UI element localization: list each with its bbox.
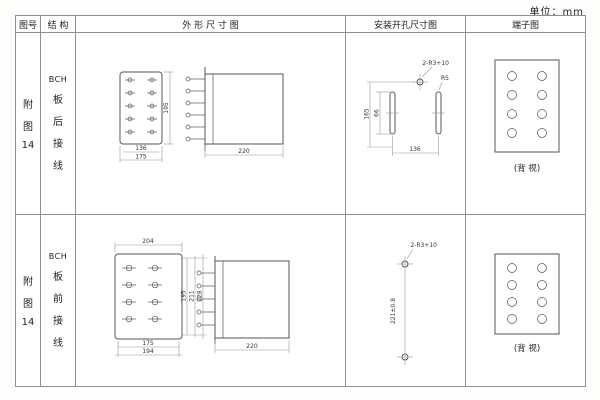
header-fig-no: 图号 bbox=[16, 16, 41, 33]
dim-h3: 228 bbox=[196, 290, 203, 302]
hole-note: 2-R3+10 bbox=[410, 242, 437, 249]
dim-w1: 175 bbox=[142, 340, 154, 347]
row2-structure: BCH 板 前 接 线 bbox=[41, 215, 76, 387]
row1-install-cell: 2-R3+10 R5 bbox=[346, 33, 466, 215]
structure-char: 接 bbox=[53, 316, 63, 327]
terminal-drawing-row2: (背 视) bbox=[494, 253, 559, 354]
structure-char: 后 bbox=[53, 117, 63, 128]
dim-v-slot: 66 bbox=[373, 109, 380, 117]
row1-outline-cell: 195 136 175 bbox=[76, 33, 346, 215]
fig-char: 14 bbox=[21, 317, 35, 328]
structure-char: 线 bbox=[53, 338, 63, 349]
terminal-caption: (背 视) bbox=[513, 163, 539, 174]
slot-radius: R5 bbox=[441, 75, 449, 82]
side-view: 220 bbox=[196, 255, 289, 353]
fig-char: 附 bbox=[23, 277, 33, 288]
header-outline: 外 形 尺 寸 图 bbox=[76, 16, 346, 33]
row2-terminal-cell: (背 视) bbox=[466, 215, 586, 387]
fig-char: 图 bbox=[23, 122, 33, 133]
spec-table: 图号 结 构 外 形 尺 寸 图 安装开孔尺寸图 端子图 附 图 14 BCH … bbox=[15, 15, 586, 387]
side-view: 220 bbox=[185, 66, 283, 158]
row2-fig-no: 附 图 14 bbox=[16, 215, 41, 387]
dim-w2: 194 bbox=[142, 348, 154, 355]
install-drawing-row1: 2-R3+10 R5 bbox=[363, 60, 449, 156]
header-structure: 结 构 bbox=[41, 16, 76, 33]
fig-char: 图 bbox=[23, 299, 33, 310]
dim-v-span: 221±0.8 bbox=[390, 297, 397, 323]
terminal-drawing-row1: (背 视) bbox=[494, 59, 559, 174]
dim-height: 195 bbox=[163, 102, 170, 114]
row2-outline-cell: 204 bbox=[76, 215, 346, 387]
dim-h1: 195 bbox=[180, 290, 187, 302]
terminal-caption: (背 视) bbox=[513, 343, 539, 354]
front-view: 204 bbox=[114, 238, 207, 357]
fig-char: 14 bbox=[21, 140, 35, 151]
dim-h-span: 136 bbox=[409, 146, 421, 153]
dim-top-width: 204 bbox=[142, 238, 154, 245]
structure-char: 线 bbox=[53, 161, 63, 172]
hole-note: 2-R3+10 bbox=[422, 60, 449, 67]
unit-label: 单位：mm bbox=[529, 7, 584, 18]
structure-char: 板 bbox=[53, 272, 63, 283]
structure-char: 板 bbox=[53, 95, 63, 106]
row1-terminal-cell: (背 视) bbox=[466, 33, 586, 215]
row1-fig-no: 附 图 14 bbox=[16, 33, 41, 215]
dim-depth: 220 bbox=[246, 343, 258, 350]
outline-drawing-row1: 195 136 175 bbox=[119, 66, 283, 162]
structure-char: BCH bbox=[48, 75, 68, 84]
front-view: 195 136 175 bbox=[119, 71, 173, 162]
dim-width-outer: 175 bbox=[135, 153, 147, 160]
outline-drawing-row2: 204 bbox=[114, 238, 289, 357]
structure-char: 接 bbox=[53, 139, 63, 150]
install-drawing-row2: 2-R3+10 221±0.8 bbox=[390, 242, 437, 365]
header-install: 安装开孔尺寸图 bbox=[346, 16, 466, 33]
header-terminal: 端子图 bbox=[466, 16, 586, 33]
structure-char: 前 bbox=[53, 294, 63, 305]
fig-char: 附 bbox=[23, 100, 33, 111]
structure-char: BCH bbox=[48, 252, 68, 261]
dim-h2: 211 bbox=[188, 290, 195, 302]
row2-install-cell: 2-R3+10 221±0.8 bbox=[346, 215, 466, 387]
dim-v-overall: 165 bbox=[363, 108, 370, 120]
dim-depth: 220 bbox=[238, 148, 250, 155]
row1-structure: BCH 板 后 接 线 bbox=[41, 33, 76, 215]
dim-width-inner: 136 bbox=[135, 145, 147, 152]
